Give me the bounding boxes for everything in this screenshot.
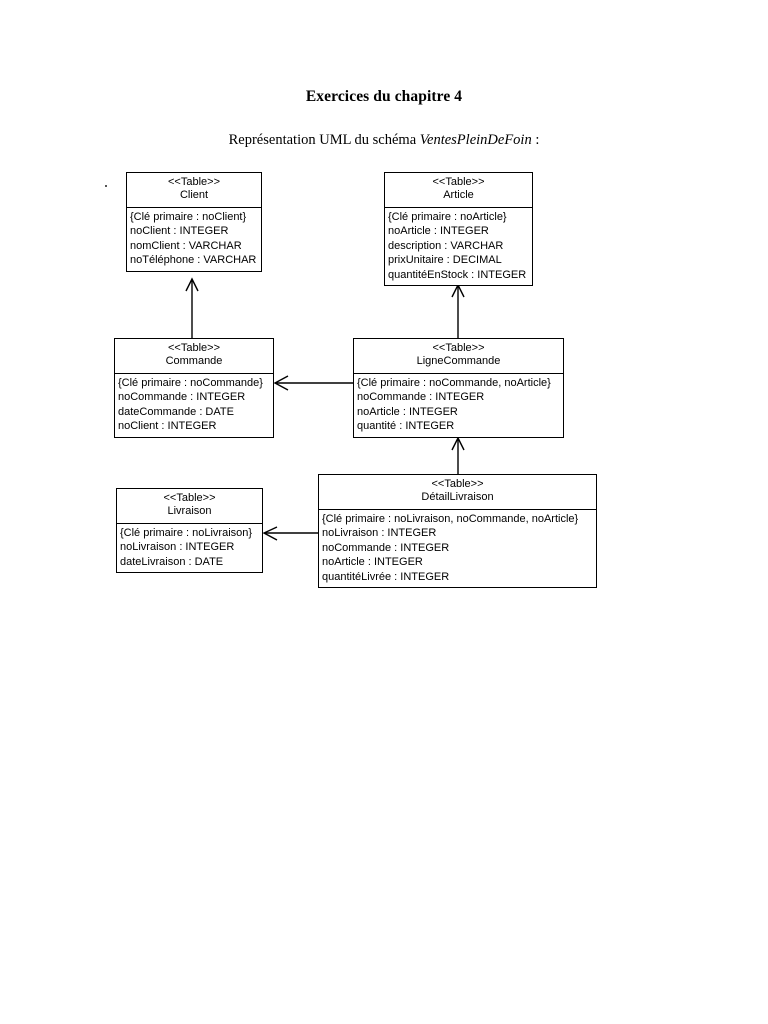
uml-class-commande[interactable]: <<Table>> Commande {Clé primaire : noCom… xyxy=(114,338,274,438)
uml-class-header: <<Table>> Livraison xyxy=(117,489,262,524)
uml-stereotype: <<Table>> xyxy=(431,478,484,490)
uml-class-name: Client xyxy=(179,189,209,202)
uml-attribute: noCommande : INTEGER xyxy=(357,391,485,404)
uml-attribute: noArticle : INTEGER xyxy=(357,405,458,418)
uml-attribute: noClient : INTEGER xyxy=(118,420,217,433)
uml-class-header: <<Table>> Client xyxy=(127,173,261,208)
uml-attribute: quantité : INTEGER xyxy=(357,420,455,433)
uml-attribute: noArticle : INTEGER xyxy=(388,225,489,238)
uml-class-name: LigneCommande xyxy=(416,355,501,368)
uml-class-header: <<Table>> Commande xyxy=(115,339,273,374)
connector-lignecommande-to-commande xyxy=(273,375,353,391)
uml-class-header: <<Table>> Article xyxy=(385,173,532,208)
uml-attribute-list: {Clé primaire : noClient} noClient : INT… xyxy=(127,208,261,271)
uml-attribute: {Clé primaire : noLivraison, noCommande,… xyxy=(322,512,579,525)
uml-class-header: <<Table>> DétailLivraison xyxy=(319,475,596,510)
uml-stereotype: <<Table>> xyxy=(432,342,485,354)
uml-class-name: DétailLivraison xyxy=(421,491,494,504)
uml-stereotype: <<Table>> xyxy=(168,176,220,188)
uml-class-client[interactable]: <<Table>> Client {Clé primaire : noClien… xyxy=(126,172,262,272)
uml-attribute: noCommande : INTEGER xyxy=(322,541,450,554)
uml-stereotype: <<Table>> xyxy=(168,342,220,354)
uml-stereotype: <<Table>> xyxy=(163,492,216,504)
uml-attribute: noArticle : INTEGER xyxy=(322,556,423,569)
uml-attribute-list: {Clé primaire : noCommande, noArticle} n… xyxy=(354,374,563,437)
uml-class-livraison[interactable]: <<Table>> Livraison {Clé primaire : noLi… xyxy=(116,488,263,574)
uml-class-header: <<Table>> LigneCommande xyxy=(354,339,563,374)
uml-attribute: {Clé primaire : noLivraison} xyxy=(120,526,253,539)
uml-class-name: Livraison xyxy=(167,505,212,518)
uml-attribute: {Clé primaire : noArticle} xyxy=(388,210,507,223)
page-title: Exercices du chapitre 4 xyxy=(305,88,463,105)
subtitle-prefix: Représentation UML du schéma xyxy=(228,132,420,148)
connector-commande-to-client xyxy=(185,277,199,338)
uml-class-lignecommande[interactable]: <<Table>> LigneCommande {Clé primaire : … xyxy=(353,338,564,438)
page-subtitle: Représentation UML du schéma VentesPlein… xyxy=(0,132,768,149)
uml-attribute: quantitéEnStock : INTEGER xyxy=(388,268,527,281)
uml-stereotype: <<Table>> xyxy=(432,176,485,188)
uml-attribute: noLivraison : INTEGER xyxy=(322,527,437,540)
uml-attribute: description : VARCHAR xyxy=(388,239,504,252)
connector-detaillivraison-to-lignecommande xyxy=(451,436,465,474)
connector-lignecommande-to-article xyxy=(451,283,465,338)
uml-attribute: noLivraison : INTEGER xyxy=(120,541,235,554)
uml-class-detaillivraison[interactable]: <<Table>> DétailLivraison {Clé primaire … xyxy=(318,474,597,589)
uml-class-name: Commande xyxy=(165,355,223,368)
uml-attribute: {Clé primaire : noCommande} xyxy=(118,376,263,389)
uml-attribute: prixUnitaire : DECIMAL xyxy=(388,254,502,267)
uml-attribute: noTéléphone : VARCHAR xyxy=(130,254,257,267)
uml-attribute: nomClient : VARCHAR xyxy=(130,239,242,252)
uml-attribute: noCommande : INTEGER xyxy=(118,391,246,404)
uml-attribute-list: {Clé primaire : noLivraison, noCommande,… xyxy=(319,510,596,588)
uml-attribute-list: {Clé primaire : noArticle} noArticle : I… xyxy=(385,208,532,286)
uml-class-article[interactable]: <<Table>> Article {Clé primaire : noArti… xyxy=(384,172,533,287)
uml-attribute-list: {Clé primaire : noLivraison} noLivraison… xyxy=(117,524,262,573)
uml-attribute: quantitéLivrée : INTEGER xyxy=(322,570,450,583)
uml-attribute: dateCommande : DATE xyxy=(118,405,234,418)
stray-mark xyxy=(105,185,107,187)
uml-attribute: {Clé primaire : noClient} xyxy=(130,210,247,223)
connector-detaillivraison-to-livraison xyxy=(262,526,318,541)
uml-attribute: noClient : INTEGER xyxy=(130,225,229,238)
uml-attribute: {Clé primaire : noCommande, noArticle} xyxy=(357,376,551,389)
schema-name: VentesPleinDeFoin xyxy=(419,132,532,148)
subtitle-suffix: : xyxy=(531,132,540,148)
uml-attribute: dateLivraison : DATE xyxy=(120,555,224,568)
uml-attribute-list: {Clé primaire : noCommande} noCommande :… xyxy=(115,374,273,437)
uml-class-name: Article xyxy=(443,189,474,202)
